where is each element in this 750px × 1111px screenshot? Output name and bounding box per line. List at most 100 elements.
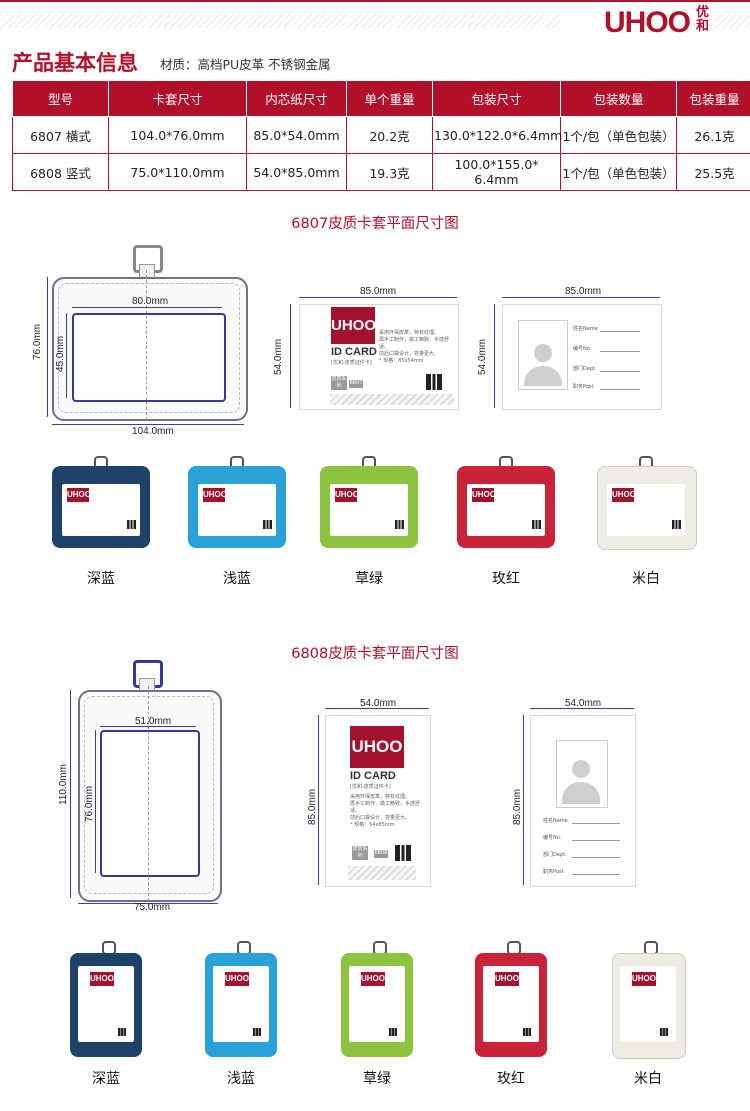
insert-badge-model: 6807 — [349, 380, 363, 388]
section-title: 产品基本信息 — [12, 51, 138, 75]
holder-logo: UHOO — [612, 488, 636, 502]
insert-logo: UHOO — [350, 726, 404, 768]
table-cell: 54.0*85.0mm — [246, 153, 347, 191]
holder-logo: UHOO — [335, 488, 359, 502]
person-body-icon — [562, 782, 600, 804]
holder-logo: UHOO — [203, 488, 227, 502]
dim-card-w: 104.0mm — [132, 426, 174, 437]
dim-card-w: 75.0mm — [134, 902, 171, 913]
dim-line-window-h — [95, 730, 96, 873]
table-cell: 100.0*155.0* 6.4mm — [432, 153, 561, 191]
insert-line: 再手工制作，做工精致，手感舒适。 — [379, 337, 450, 350]
dim-back-w: 85.0mm — [565, 286, 602, 297]
dim-line-insert-w — [325, 708, 429, 709]
hanger-tab — [139, 264, 155, 278]
form-no: 编号No. — [543, 835, 562, 841]
dim-line-window-w — [100, 726, 196, 727]
dim-card-h: 110.0mm — [58, 764, 69, 805]
holder-logo: UHOO — [361, 972, 385, 986]
qr-code-icon — [672, 520, 681, 529]
dim-line-back-w — [530, 708, 634, 709]
table-cell: 130.0*122.0*6.4mm — [432, 116, 562, 154]
card-window — [100, 730, 200, 877]
center-line — [148, 686, 149, 906]
holder-logo: UHOO — [495, 972, 519, 986]
qr-code-icon — [660, 1028, 668, 1036]
insert-sub: [优和-皮质证件卡] — [350, 784, 391, 790]
dim-line-card-h — [47, 277, 48, 417]
header-hatch-pattern — [0, 14, 560, 28]
qr-code-icon — [253, 1028, 261, 1036]
form-name: 姓名Name — [543, 818, 568, 824]
form-line — [600, 389, 640, 390]
table-cell: 104.0*76.0mm — [108, 116, 247, 154]
dim-back-w: 54.0mm — [565, 698, 602, 709]
photo-frame — [518, 320, 568, 390]
table-header: 内芯纸尺寸 — [246, 80, 347, 117]
color-name: 浅蓝 — [223, 571, 251, 587]
table-header: 型号 — [12, 80, 109, 117]
table-cell: 20.2克 — [346, 116, 433, 154]
material-text: 材质：高档PU皮革 不锈钢金属 — [160, 57, 331, 72]
insert-line: * 规格：85x54mm — [379, 358, 424, 364]
table-cell: 26.1克 — [676, 116, 750, 154]
qr-code-icon — [426, 374, 442, 390]
qr-code-icon — [127, 520, 136, 529]
insert-desc: 采用环保皮革，特有纹理。 再手工制作，做工精致，手感舒适。 前后口袋设计，容量更… — [350, 794, 426, 829]
holder-logo: UHOO — [472, 488, 496, 502]
holder-logo: UHOO — [67, 488, 91, 502]
form-line — [600, 331, 640, 332]
qr-code-icon — [389, 1028, 397, 1036]
header-hatch-pattern-right — [715, 14, 750, 28]
dim-back-h: 54.0mm — [477, 338, 488, 375]
dim-line-insert-h — [318, 715, 319, 885]
insert-line: 采用环保皮革，特有纹理。 — [350, 794, 411, 800]
insert-badge: 皮质系列 — [331, 376, 347, 390]
dim-insert-w: 85.0mm — [360, 286, 397, 297]
dim-line-insert-w — [299, 297, 457, 298]
card-stitch — [84, 696, 214, 894]
table-cell: 1个/包（单色包装） — [560, 153, 677, 191]
holder-logo: UHOO — [225, 972, 249, 986]
color-name: 米白 — [634, 1071, 662, 1087]
dim-window-w: 51.0mm — [135, 716, 172, 727]
card-window — [72, 313, 226, 402]
form-line — [572, 840, 620, 841]
form-line — [600, 371, 640, 372]
dim-line-window-w — [72, 307, 222, 308]
table-header: 卡套尺寸 — [108, 80, 247, 117]
dim-line-back-h — [523, 715, 524, 885]
color-name: 玫红 — [492, 571, 520, 587]
qr-code-icon — [523, 1028, 531, 1036]
dim-insert-h: 54.0mm — [273, 338, 284, 375]
dim-window-h: 45.0mm — [55, 335, 66, 372]
dim-line-window-h — [66, 313, 67, 398]
dim-back-h: 85.0mm — [512, 788, 523, 825]
person-body-icon — [524, 366, 562, 386]
qr-code-icon — [263, 520, 272, 529]
insert-badge-model: 6808 — [374, 850, 388, 858]
table-header-row: 型号 卡套尺寸 内芯纸尺寸 单个重量 包装尺寸 包装数量 包装重量 — [12, 80, 750, 117]
qr-code-icon — [395, 520, 404, 529]
dim-line-card-w — [52, 424, 244, 425]
spec-table: 型号 卡套尺寸 内芯纸尺寸 单个重量 包装尺寸 包装数量 包装重量 6807 横… — [12, 80, 750, 191]
brand-logo-cn-2: 和 — [696, 19, 710, 34]
photo-frame — [556, 740, 608, 808]
dim-line-card-w — [78, 903, 218, 904]
diagram-6808-title: 6808皮质卡套平面尺寸图 — [291, 646, 459, 662]
color-name: 深蓝 — [92, 1071, 120, 1087]
insert-logo: UHOO — [331, 307, 376, 344]
insert-line: 再手工制作，做工精致，手感舒适。 — [350, 801, 421, 814]
insert-stripe — [330, 394, 454, 405]
insert-id-card: ID CARD — [350, 770, 396, 782]
insert-id-card: ID CARD — [331, 346, 377, 358]
color-name: 草绿 — [355, 571, 383, 587]
insert-line: 采用环保皮革，特有纹理。 — [379, 330, 440, 336]
color-name: 浅蓝 — [227, 1071, 255, 1087]
form-post: 职务Post — [573, 384, 594, 390]
table-header: 包装尺寸 — [432, 80, 561, 117]
form-dept: 部门Dept. — [573, 366, 597, 372]
table-cell: 85.0*54.0mm — [246, 116, 347, 154]
color-name: 玫红 — [497, 1071, 525, 1087]
dim-line-back-w — [502, 297, 660, 298]
